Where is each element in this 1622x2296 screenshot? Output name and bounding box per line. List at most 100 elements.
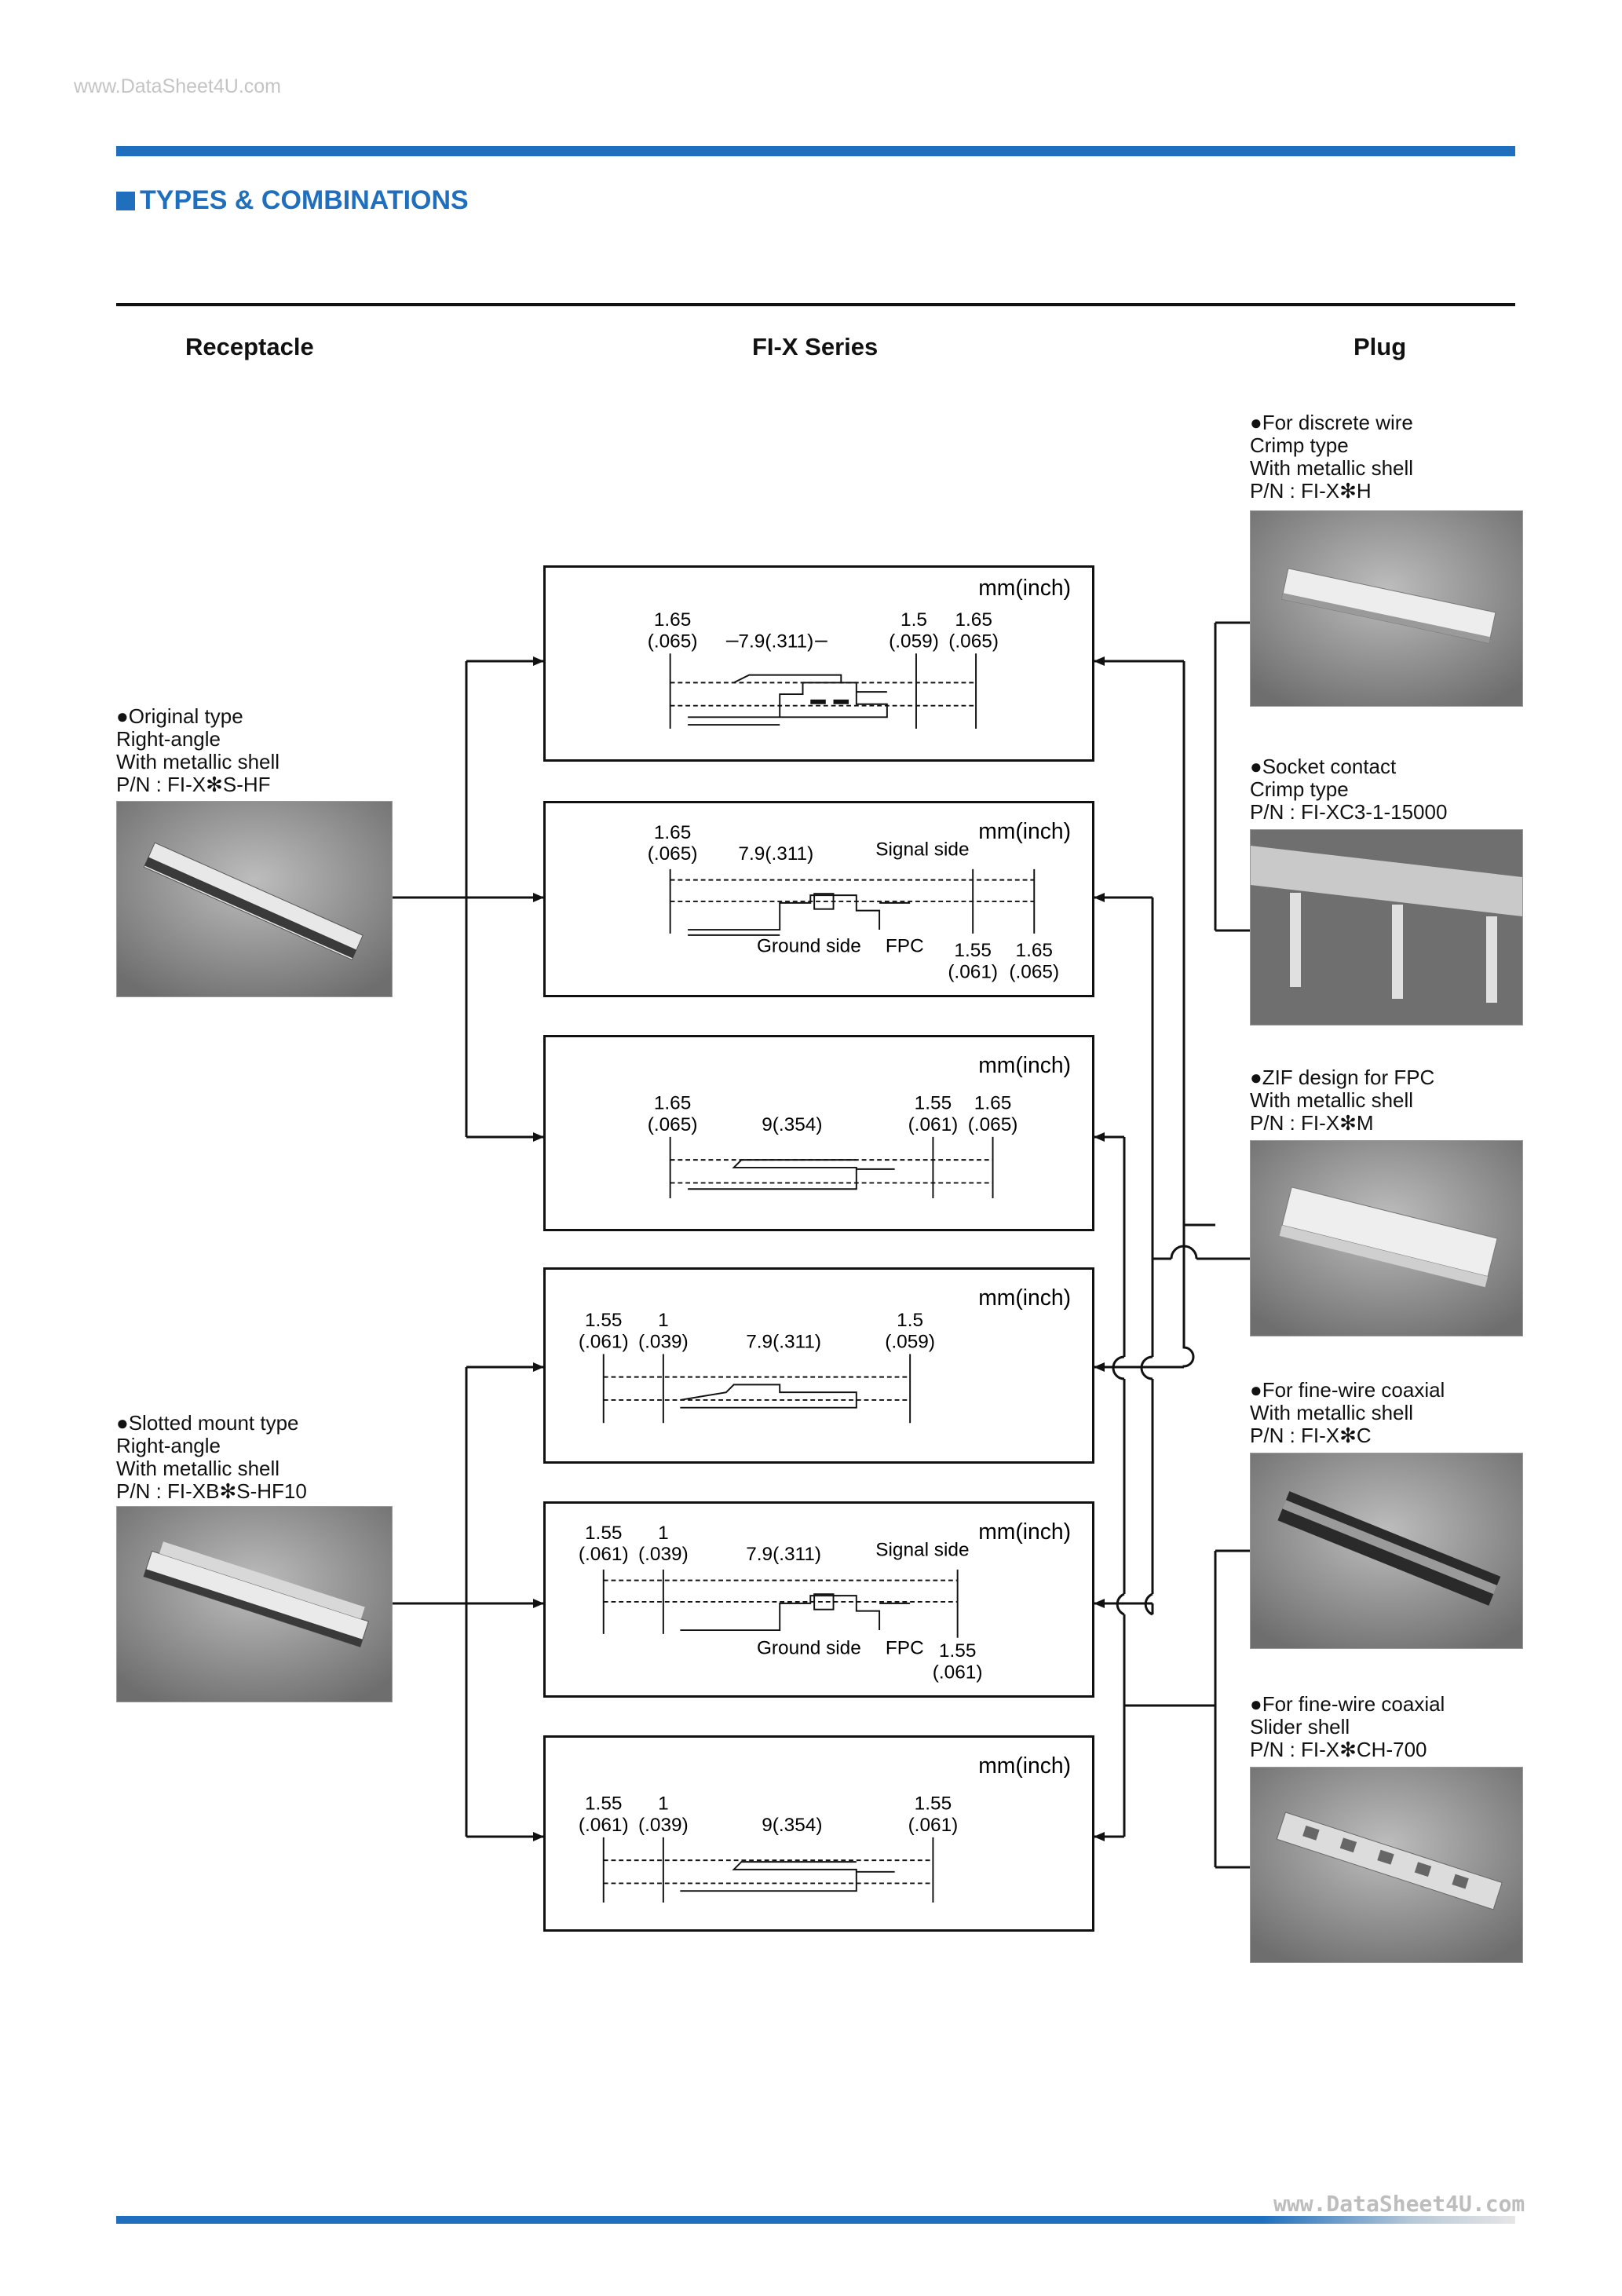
svg-text:(.065): (.065) [968,1114,1018,1135]
svg-text:(.039): (.039) [638,1815,689,1836]
svg-text:(.065): (.065) [648,843,698,865]
plug-slider-photo [1250,1767,1523,1963]
cross-section-drawing-4: mm(inch) 1.55 (.061) 1 (.039) 7.9(.311) … [579,1285,1071,1424]
svg-text:mm(inch): mm(inch) [978,1519,1071,1544]
svg-text:1: 1 [658,1793,669,1815]
plug-discrete-shell: With metallic shell [1250,456,1414,480]
svg-text:7.9(.311): 7.9(.311) [746,1332,821,1353]
svg-text:FPC: FPC [886,1637,924,1658]
receptacle-original-shell: With metallic shell [116,750,280,773]
svg-text:(.061): (.061) [579,1332,629,1353]
svg-text:(.039): (.039) [638,1332,689,1353]
svg-text:1.55: 1.55 [939,1640,976,1662]
svg-text:1.55: 1.55 [954,940,991,961]
drawing-panel-5: mm(inch) 1.55 (.061) 1 (.039) 7.9(.311) … [543,1501,1094,1698]
column-heading-series: FI-X Series [752,333,879,360]
footer-bar-fade [1262,2216,1515,2224]
receptacle-original-pn: P/N : FI-X✻S-HF [116,773,271,796]
svg-text:7.9(.311): 7.9(.311) [746,1544,821,1565]
plug-slider-pn: P/N : FI-X✻CH-700 [1250,1738,1427,1761]
contact-photo-icon [1251,830,1522,1025]
svg-text:(.039): (.039) [638,1544,689,1565]
cross-section-drawing-5: mm(inch) 1.55 (.061) 1 (.039) 7.9(.311) … [579,1519,1071,1684]
connector-photo-icon [1251,511,1522,706]
plug-discrete-crimp: Crimp type [1250,433,1349,457]
section-title: TYPES & COMBINATIONS [116,185,469,216]
svg-text:1.65: 1.65 [654,1093,691,1114]
cross-section-drawing-6: mm(inch) 1.55 (.061) 1 (.039) 9(.354) 1.… [579,1753,1071,1903]
svg-text:7.9(.311): 7.9(.311) [738,843,813,865]
receptacle-slotted-photo [116,1506,393,1702]
svg-text:mm(inch): mm(inch) [978,1753,1071,1778]
svg-text:(.065): (.065) [948,631,999,653]
svg-text:1: 1 [658,1523,669,1544]
plug-discrete-label: ●For discrete wire Crimp type With metal… [1250,411,1413,503]
svg-text:1.5: 1.5 [897,1310,923,1331]
svg-text:(.061): (.061) [908,1815,959,1836]
svg-text:mm(inch): mm(inch) [978,818,1071,843]
header-rule [116,303,1515,306]
unit-label: mm(inch) [978,575,1071,600]
plug-zif-pn: P/N : FI-X✻M [1250,1111,1374,1135]
svg-text:(.061): (.061) [579,1815,629,1836]
svg-text:(.059): (.059) [889,631,939,653]
drawing-panel-2: mm(inch) 1.65 (.065) 7.9(.311) Signal si… [543,801,1094,997]
svg-text:9(.354): 9(.354) [762,1114,822,1135]
plug-slider-shell: Slider shell [1250,1715,1350,1738]
cross-section-drawing-2: mm(inch) 1.65 (.065) 7.9(.311) Signal si… [648,818,1071,983]
connector-photo-icon [1251,1768,1522,1962]
svg-text:(.065): (.065) [648,1114,698,1135]
svg-text:1.55: 1.55 [585,1310,622,1331]
connector-photo-icon [1251,1453,1522,1648]
plug-coaxial-shell: With metallic shell [1250,1401,1414,1424]
svg-text:(.059): (.059) [885,1332,935,1353]
svg-text:1.65: 1.65 [955,609,992,631]
plug-socket-photo [1250,829,1523,1026]
square-bullet-icon [116,191,135,210]
plug-coaxial-pn: P/N : FI-X✻C [1250,1424,1372,1447]
receptacle-slotted-label: ●Slotted mount type Right-angle With met… [116,1412,307,1503]
cross-section-drawing-1: mm(inch) 1.65 (.065) 7.9(.311) 1.5 (.059… [648,575,1071,729]
receptacle-original-orientation: Right-angle [116,727,221,751]
plug-coaxial-photo [1250,1453,1523,1649]
plug-coaxial-type: ●For fine-wire coaxial [1250,1378,1445,1402]
svg-text:(.061): (.061) [948,962,998,983]
svg-text:(.061): (.061) [579,1544,629,1565]
plug-zif-label: ●ZIF design for FPC With metallic shell … [1250,1066,1434,1135]
svg-text:1: 1 [658,1310,669,1331]
svg-text:(.065): (.065) [1009,962,1059,983]
connector-photo-icon [117,1507,392,1702]
plug-zif-type: ●ZIF design for FPC [1250,1066,1435,1089]
receptacle-slotted-shell: With metallic shell [116,1457,280,1480]
svg-text:1.65: 1.65 [974,1093,1011,1114]
plug-slider-label: ●For fine-wire coaxial Slider shell P/N … [1250,1693,1445,1761]
svg-text:(.061): (.061) [933,1662,983,1684]
plug-socket-crimp: Crimp type [1250,777,1349,801]
svg-text:1.65: 1.65 [1016,940,1053,961]
plug-zif-photo [1250,1140,1523,1336]
svg-text:FPC: FPC [886,935,924,956]
plug-socket-label: ●Socket contact Crimp type P/N : FI-XC3-… [1250,755,1447,824]
plug-socket-type: ●Socket contact [1250,755,1397,778]
svg-text:1.5: 1.5 [901,609,927,631]
cross-section-drawing-3: mm(inch) 1.65 (.065) 9(.354) 1.55 (.061)… [648,1052,1071,1198]
svg-text:1.55: 1.55 [585,1793,622,1815]
plug-discrete-pn: P/N : FI-X✻H [1250,479,1372,503]
column-heading-plug: Plug [1353,333,1407,360]
receptacle-slotted-pn: P/N : FI-XB✻S-HF10 [116,1479,307,1503]
svg-text:1.65: 1.65 [654,822,691,843]
svg-text:1.55: 1.55 [585,1523,622,1544]
column-heading-receptacle: Receptacle [185,333,314,360]
connector-photo-icon [117,802,392,996]
svg-text:(.061): (.061) [908,1114,959,1135]
footer-bar [116,2216,1262,2224]
svg-text:mm(inch): mm(inch) [978,1052,1071,1077]
drawing-panel-3: mm(inch) 1.65 (.065) 9(.354) 1.55 (.061)… [543,1035,1094,1231]
svg-text:Ground side: Ground side [757,1637,861,1658]
svg-text:Signal side: Signal side [875,839,969,860]
svg-text:Signal side: Signal side [875,1539,969,1560]
plug-coaxial-label: ●For fine-wire coaxial With metallic she… [1250,1379,1445,1447]
drawing-panel-6: mm(inch) 1.55 (.061) 1 (.039) 9(.354) 1.… [543,1735,1094,1932]
svg-text:7.9(.311): 7.9(.311) [738,631,813,653]
plug-discrete-type: ●For discrete wire [1250,411,1413,434]
